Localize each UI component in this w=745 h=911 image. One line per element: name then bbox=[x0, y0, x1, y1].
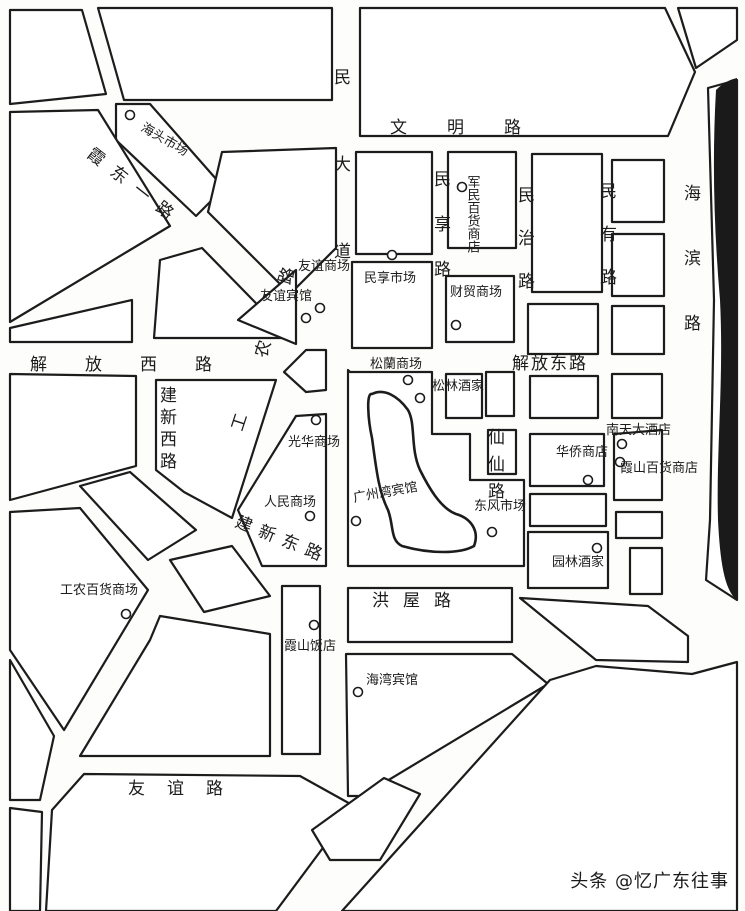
place-label-gongnong-store: 工农百货商场 bbox=[60, 582, 138, 598]
block bbox=[8, 8, 108, 106]
block bbox=[444, 372, 484, 420]
block bbox=[310, 776, 422, 862]
block bbox=[354, 150, 434, 256]
block bbox=[8, 506, 150, 732]
road-label-minda: 民大道 bbox=[330, 68, 351, 329]
place-marker bbox=[456, 181, 468, 193]
block bbox=[614, 510, 664, 540]
place-label-songlan-market: 松蘭商场 bbox=[370, 356, 422, 372]
place-marker bbox=[616, 438, 628, 450]
road-label-minzhi: 民治路 bbox=[514, 186, 535, 315]
place-marker bbox=[124, 109, 136, 121]
place-label-guanghua-market: 光华商场 bbox=[288, 435, 340, 450]
block bbox=[350, 260, 434, 350]
block bbox=[446, 150, 518, 250]
place-label-huaqiao-store: 华侨商店 bbox=[556, 445, 608, 460]
place-label-nantian-hotel: 南天大酒店 bbox=[606, 422, 671, 438]
road-label-wenming: 文明路 bbox=[390, 118, 561, 138]
block bbox=[518, 596, 690, 664]
place-marker bbox=[304, 510, 316, 522]
block bbox=[206, 146, 338, 296]
place-marker bbox=[350, 515, 362, 527]
block bbox=[528, 374, 600, 420]
road-label-jianxin-west: 建新西路 bbox=[156, 386, 177, 474]
block bbox=[236, 268, 298, 346]
place-label-haiwan-hotel: 海湾宾馆 bbox=[366, 672, 418, 688]
road-label-minxiang: 民享路 bbox=[430, 170, 451, 305]
place-label-xiashan-store: 霞山百货商店 bbox=[620, 460, 698, 476]
block bbox=[484, 370, 516, 418]
block bbox=[44, 772, 356, 911]
place-marker bbox=[591, 542, 603, 554]
place-label-youyi-market: 友谊商场 bbox=[298, 258, 350, 274]
road-label-haibin: 海滨路 bbox=[680, 184, 701, 379]
block bbox=[444, 274, 516, 344]
block bbox=[340, 660, 739, 911]
block bbox=[8, 372, 138, 502]
place-marker bbox=[308, 619, 320, 631]
place-label-junmin-store: 军民百货商店 bbox=[465, 175, 481, 253]
watermark: 头条 @忆广东往事 bbox=[570, 871, 729, 892]
block bbox=[344, 652, 550, 798]
block bbox=[610, 232, 666, 298]
lake bbox=[366, 390, 477, 554]
block bbox=[526, 530, 610, 590]
block bbox=[8, 806, 44, 911]
block bbox=[528, 492, 608, 528]
place-marker bbox=[614, 456, 626, 468]
block bbox=[280, 584, 322, 756]
place-label-youyi-hotel: 友谊宾馆 bbox=[260, 288, 312, 304]
road-label-xianxian: 仙仙路 bbox=[484, 428, 505, 509]
block bbox=[78, 470, 198, 562]
place-label-xiashan-restaurant: 霞山饭店 bbox=[284, 639, 336, 654]
shoreline bbox=[713, 78, 737, 600]
block bbox=[8, 298, 134, 344]
place-marker bbox=[386, 249, 398, 261]
place-marker bbox=[582, 474, 594, 486]
place-label-songlin-restaurant: 松林酒家 bbox=[432, 378, 484, 394]
block bbox=[530, 152, 604, 294]
road-label-jiefang-west: 解放西路 bbox=[30, 355, 250, 375]
place-marker bbox=[450, 319, 462, 331]
block bbox=[610, 304, 666, 356]
block bbox=[358, 6, 697, 138]
place-marker bbox=[414, 392, 426, 404]
place-marker bbox=[120, 608, 132, 620]
place-marker bbox=[486, 526, 498, 538]
road-label-youyi: 友谊路 bbox=[128, 779, 245, 799]
place-label-minxiang-market: 民享市场 bbox=[364, 270, 416, 286]
place-marker bbox=[352, 686, 364, 698]
block bbox=[628, 546, 664, 596]
place-label-renmin-market: 人民商场 bbox=[264, 495, 316, 510]
block bbox=[676, 6, 739, 70]
road-label-jiefang-east: 解放东路 bbox=[512, 354, 588, 374]
block bbox=[8, 108, 172, 324]
block bbox=[486, 428, 518, 476]
block bbox=[282, 348, 328, 394]
road-label-minyou: 民有路 bbox=[596, 182, 617, 311]
block bbox=[96, 6, 334, 102]
place-marker bbox=[402, 374, 414, 386]
block bbox=[236, 412, 328, 568]
place-marker bbox=[310, 414, 322, 426]
place-label-dongfeng-market: 东风市场 bbox=[474, 498, 526, 514]
place-marker bbox=[300, 312, 312, 324]
block bbox=[610, 372, 664, 420]
block bbox=[78, 614, 272, 758]
block bbox=[612, 428, 664, 502]
place-label-yuanlin-restaurant: 园林酒家 bbox=[552, 554, 604, 570]
block bbox=[168, 544, 272, 614]
block bbox=[610, 158, 666, 224]
road-label-hongwu: 洪屋路 bbox=[372, 591, 465, 611]
block bbox=[8, 658, 56, 802]
block bbox=[346, 586, 514, 644]
block bbox=[526, 302, 600, 356]
place-marker bbox=[314, 302, 326, 314]
place-label-caimao-market: 财贸商场 bbox=[450, 285, 502, 300]
block bbox=[154, 378, 278, 520]
